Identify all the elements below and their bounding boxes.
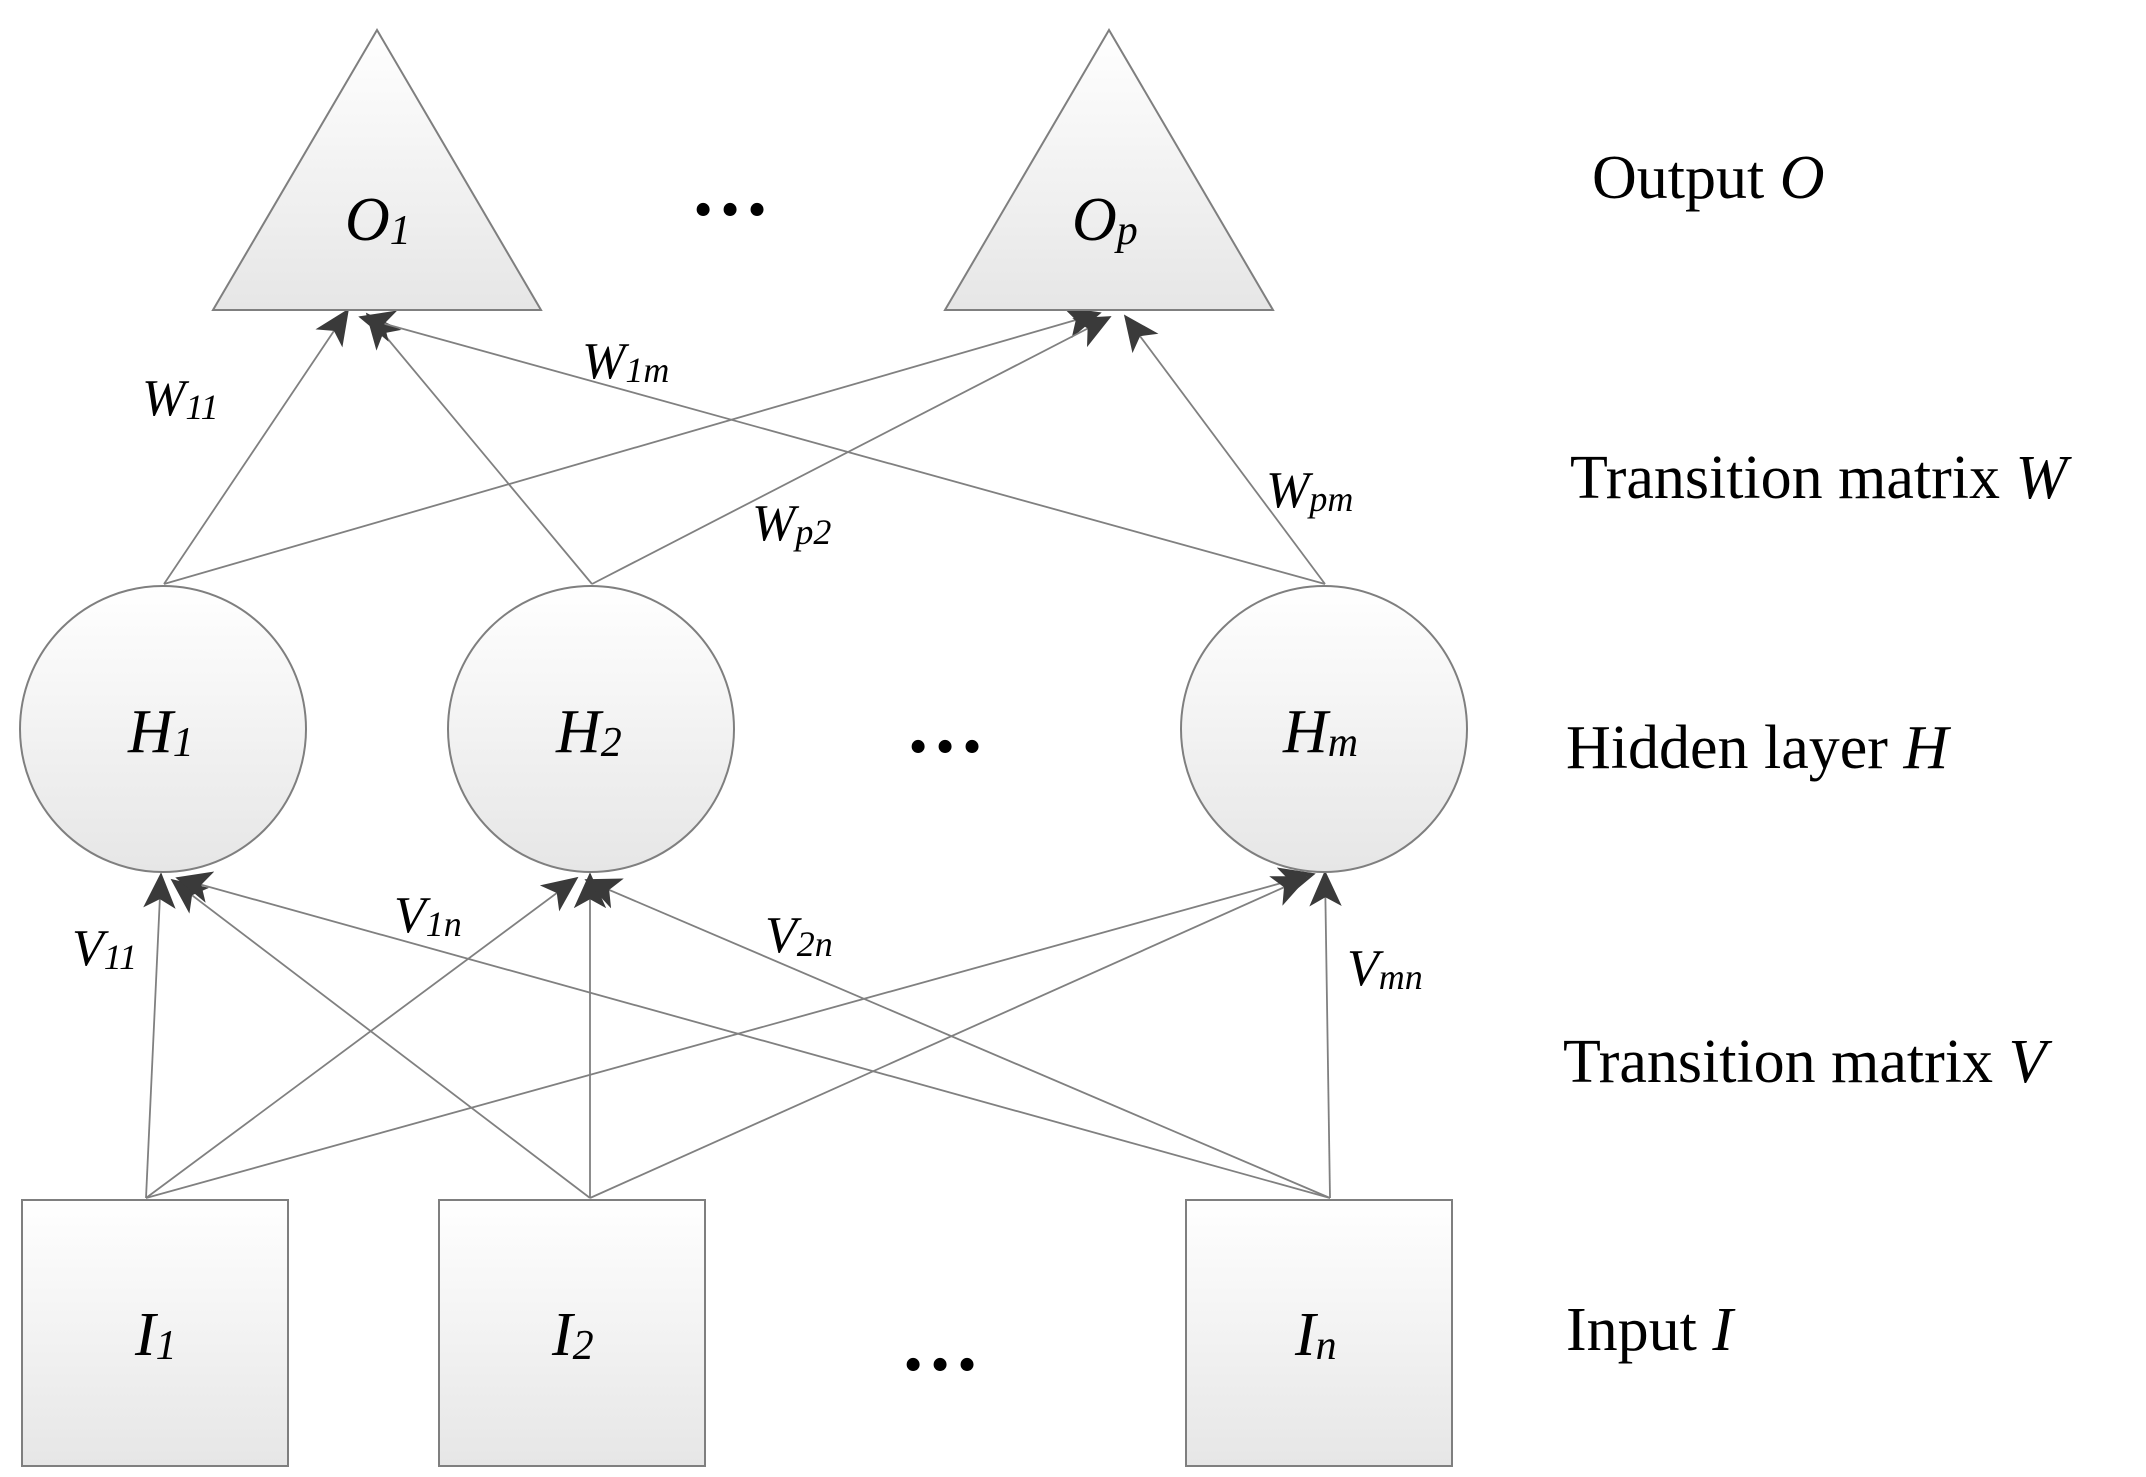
hidden-node-h1: [19, 585, 307, 873]
edge-hm-op: [1123, 314, 1326, 585]
edge-i1-h1: [143, 872, 176, 1199]
input-node-i1-label: I1: [134, 1301, 177, 1369]
layer-label-hidden: Hidden layer H: [1566, 714, 1951, 782]
input-node-i1: [21, 1199, 289, 1467]
layer-labels: Output O Transition matrix W Hidden laye…: [1563, 144, 2073, 1364]
weight-label-wp2: Wp2: [752, 495, 831, 552]
ellipsis-input: …: [900, 1300, 980, 1388]
hidden-node-hm: [1180, 585, 1468, 873]
weight-label-v2n: V2n: [765, 907, 833, 964]
output-node-op-label: Op: [1072, 186, 1138, 254]
weight-label-wpm: Wpm: [1266, 462, 1353, 519]
edge-h2-o1: [365, 312, 593, 585]
layer-label-input: Input I: [1566, 1296, 1736, 1364]
weight-label-v11: V11: [72, 920, 137, 977]
weight-label-v1n: V1n: [394, 887, 462, 944]
hidden-node-h1-label: H1: [127, 698, 194, 766]
hidden-nodes: H1 H2 Hm: [19, 585, 1468, 873]
weight-label-w1m: W1m: [582, 333, 669, 390]
edges-hidden-output: [163, 306, 1326, 585]
edge-i1-hm: [145, 867, 1316, 1199]
input-nodes: I1 I2 In: [21, 1199, 1453, 1467]
weight-labels: W11 W1m Wp2 Wpm V11 V1n V2n Vmn: [72, 333, 1423, 997]
layer-label-transition-w: Transition matrix W: [1570, 444, 2073, 512]
edge-i1-h2: [145, 876, 579, 1199]
edge-i2-h1: [170, 878, 591, 1199]
output-node-op: [943, 28, 1275, 311]
edge-i2-hm: [589, 876, 1309, 1199]
ellipses: … … …: [690, 145, 985, 1388]
hidden-node-h2: [447, 585, 735, 873]
weight-label-vmn: Vmn: [1347, 940, 1423, 997]
hidden-node-h2-label: H2: [555, 698, 622, 766]
edges-input-hidden: [143, 867, 1342, 1199]
output-node-o1: [211, 28, 543, 311]
edge-in-h2: [584, 878, 1331, 1199]
edge-h1-op: [163, 306, 1102, 585]
edge-h2-op: [591, 316, 1112, 585]
input-node-in: [1185, 1199, 1453, 1467]
output-nodes: O1 Op: [211, 28, 1275, 311]
input-node-in-label: In: [1294, 1301, 1337, 1369]
weight-label-w11: W11: [142, 370, 219, 427]
input-node-i2-label: I2: [551, 1301, 594, 1369]
edge-hm-o1: [358, 310, 1326, 585]
ellipsis-output: …: [690, 145, 770, 233]
layer-label-output: Output O: [1592, 144, 1825, 212]
hidden-node-hm-label: Hm: [1282, 698, 1358, 766]
output-node-o1-label: O1: [345, 186, 411, 254]
ellipsis-hidden: …: [905, 682, 985, 770]
input-node-i2: [438, 1199, 706, 1467]
layer-label-transition-v: Transition matrix V: [1563, 1028, 2053, 1096]
edge-in-h1: [175, 871, 1331, 1199]
edge-in-hm: [1309, 870, 1342, 1199]
edge-h1-o1: [163, 308, 350, 585]
